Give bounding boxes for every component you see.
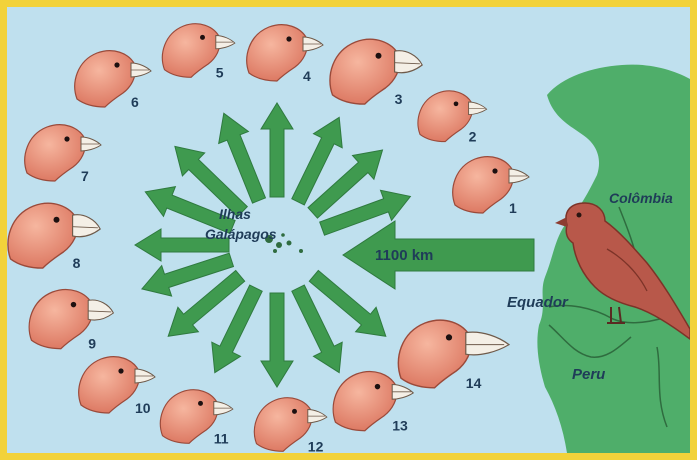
finch-number-label: 3 — [395, 91, 403, 107]
finch-head — [453, 157, 529, 213]
islands-label-line2: Galápagos — [205, 226, 277, 242]
finch-number-label: 13 — [392, 418, 408, 434]
finch-head — [29, 290, 113, 349]
finch-number-label: 14 — [466, 375, 482, 391]
finch-number-label: 10 — [135, 400, 151, 416]
finch-number-label: 4 — [303, 68, 311, 84]
finch-number-label: 9 — [88, 336, 96, 352]
mainland-to-islands-arrow — [343, 221, 534, 289]
finch-head — [247, 25, 323, 81]
finch-number-label: 11 — [214, 430, 229, 446]
finch-head — [398, 320, 509, 388]
dispersal-arrow — [261, 103, 293, 197]
finch-head — [330, 39, 422, 104]
finch-head — [162, 24, 234, 78]
colombia-label: Colômbia — [609, 190, 673, 206]
finch-head — [8, 203, 100, 268]
finch-number-label: 2 — [469, 129, 477, 145]
finch-head — [75, 51, 151, 107]
finch-number-label: 5 — [216, 64, 224, 80]
distance-label: 1100 km — [375, 247, 433, 264]
finch-number-label: 8 — [73, 255, 81, 271]
finch-number-label: 1 — [509, 200, 517, 216]
islands-label-line1: Ilhas — [219, 206, 251, 222]
finch-number-label: 7 — [81, 168, 89, 184]
dispersal-arrow — [261, 293, 293, 387]
finch-head — [25, 125, 101, 181]
finch-number-label: 12 — [308, 438, 324, 453]
finch-number-label: 6 — [131, 94, 139, 110]
ecuador-label: Equador — [507, 294, 569, 311]
peru-label: Peru — [572, 366, 605, 383]
